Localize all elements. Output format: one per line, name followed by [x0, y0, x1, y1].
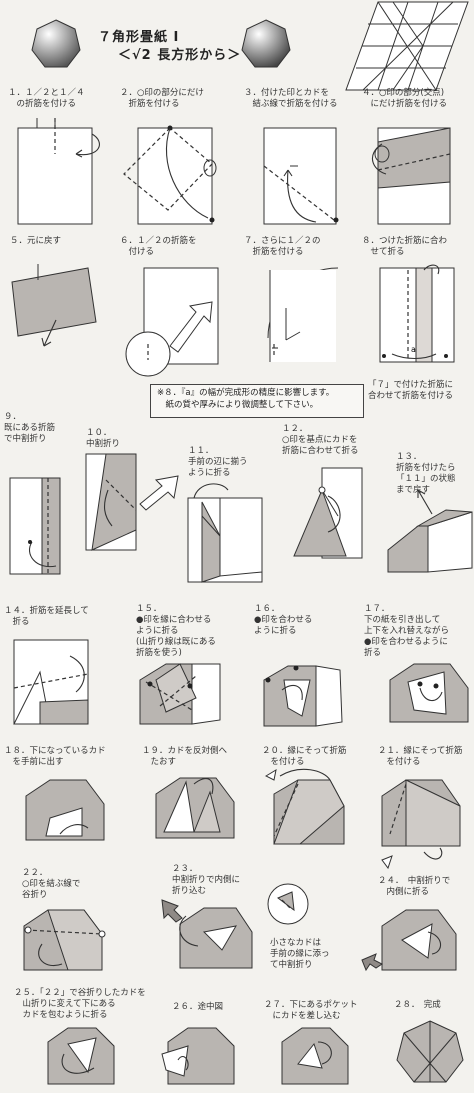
step-26-caption: ２６．途中図	[172, 1002, 224, 1012]
step-27-caption: ２７．下にあるポケット にカドを差し込む	[264, 1000, 358, 1021]
step-1-caption: １．１／２と１／４ の折筋を付ける	[8, 88, 85, 109]
a-mark-label: a	[411, 345, 416, 354]
step-16-diagram	[263, 665, 343, 727]
step-3-caption: ３．付けた印とカドを 結ぶ線で折筋を付ける	[244, 88, 338, 109]
step-23-diagram	[161, 899, 253, 969]
step-27-diagram	[281, 1027, 349, 1085]
step-24-caption: ２４． 中割折りで 内側に折る	[378, 876, 451, 897]
step-3-diagram	[263, 127, 339, 225]
step-11-caption: １１． 手前の辺に揃う ように折る	[188, 446, 248, 478]
step-19-diagram	[155, 777, 235, 839]
step-7-caption: ７．さらに１／２の 折筋を付ける	[244, 236, 321, 257]
step-1-diagram	[17, 118, 100, 225]
crease-pattern-diagram	[338, 0, 470, 92]
step-4-caption: ４．○印の部分(交点) にだけ折筋を付ける	[362, 88, 448, 109]
step-13-caption: １３． 折筋を付けたら 「１１」の状態 まで戻す	[396, 452, 456, 495]
step-23-detail-circle	[267, 883, 309, 925]
step-20-caption: ２０．縁にそって折筋 を付ける	[262, 746, 347, 767]
step-22-diagram	[23, 909, 106, 971]
step-24-diagram	[361, 909, 457, 972]
step-26-diagram	[161, 1027, 235, 1085]
step-10-caption: １０． 中割折り	[86, 428, 121, 449]
step-20-diagram	[264, 768, 345, 845]
step-17-diagram	[389, 663, 469, 723]
step-2-diagram	[123, 125, 217, 225]
step-22-caption: ２２． ○印を結ぶ線で 谷折り	[22, 868, 81, 900]
step-17-caption: １７． 下の紙を引き出して 上下を入れ替えながら ●印を合わせるように 折る	[364, 604, 450, 658]
step-28-completed-heptagon	[396, 1020, 464, 1083]
step-8b-caption: 「７」で付けた折筋に 合わせて折筋を付ける	[368, 380, 454, 401]
step-25-diagram	[47, 1027, 115, 1085]
step-8-note-box: ※８．『a』の幅が完成形の精度に影響します。 紙の質や厚みにより微調整して下さい…	[150, 384, 364, 418]
step-28-caption: ２８． 完成	[394, 1000, 441, 1010]
step-25-caption: ２５．「２２」で谷折りしたカドを 山折りに変えて下にある カドを包むように折る	[14, 988, 146, 1020]
step-9-diagram	[9, 477, 61, 575]
step-19-caption: １９．カドを反対側へ たおす	[142, 746, 228, 767]
step-8-caption: ８．つけた折筋に合わ せて折る	[362, 236, 448, 257]
step-8-diagram: a	[379, 264, 455, 363]
step-15-caption: １５． ●印を縁に合わせる ように折る (山折り線は既にある 折筋を使う)	[136, 604, 216, 658]
step-6-diagram	[125, 267, 219, 377]
step-12-diagram	[293, 467, 363, 559]
step-18-caption: １８．下になっているカド を手前に出す	[4, 746, 106, 767]
header-left-heptagon-icon	[30, 18, 82, 70]
step-5-caption: ５．元に戻す	[10, 236, 62, 246]
step-23-caption: ２３． 中割折りで内側に 折り込む	[172, 864, 241, 896]
step-13-diagram	[387, 489, 473, 573]
step-11-arrow-icon	[139, 475, 179, 511]
step-7-diagram	[267, 267, 339, 362]
page-title: ７角形畳紙 I	[98, 30, 180, 45]
step-23b-caption: 小さなカドは 手前の縁に添っ て中割折り	[270, 938, 330, 970]
step-18-diagram	[25, 779, 105, 841]
step-9-caption: ９． 既にある折筋 で中割折り	[4, 412, 56, 444]
step-12-caption: １２． ○印を基点にカドを 折筋に合わせて折る	[282, 424, 359, 456]
step-10-diagram	[85, 453, 137, 551]
page-subtitle: ＜√2 長方形から＞	[118, 48, 242, 63]
step-14-diagram	[13, 639, 89, 725]
step-21-caption: ２１．縁にそって折筋 を付ける	[378, 746, 463, 767]
step-15-diagram	[139, 663, 221, 725]
step-5-diagram	[11, 264, 97, 347]
step-2-caption: ２．○印の部分にだけ 折筋を付ける	[120, 88, 204, 109]
header-right-heptagon-icon	[240, 18, 292, 70]
step-4-diagram	[371, 127, 451, 225]
step-16-caption: １６． ●印を合わせる ように折る	[254, 604, 313, 636]
step-21-diagram	[381, 779, 461, 870]
step-6-caption: ６．１／２の折筋を 付ける	[120, 236, 197, 257]
step-14-caption: １４．折筋を延長して 折る	[4, 606, 89, 627]
step-11-diagram	[187, 483, 263, 583]
